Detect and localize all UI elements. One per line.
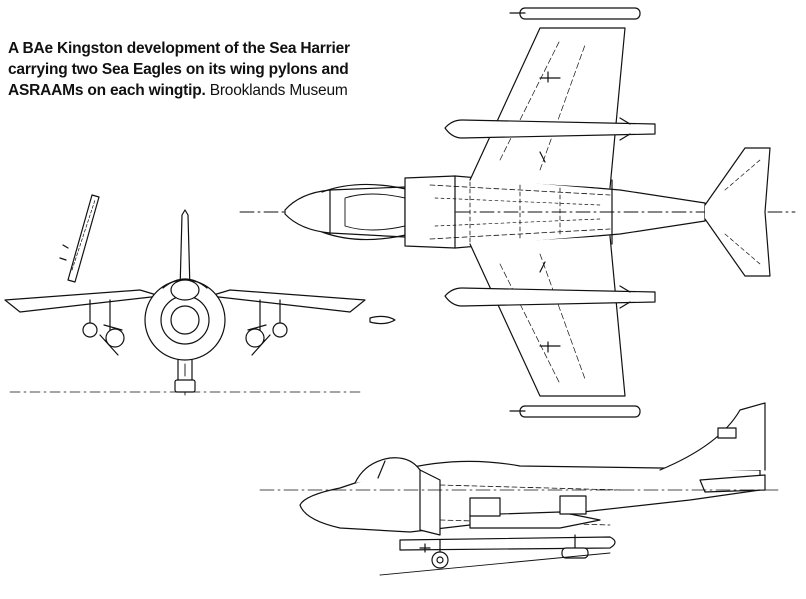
caption-line-2: carrying two Sea Eagles on its wing pylo…	[8, 61, 349, 78]
plan-view	[240, 8, 795, 417]
photo-credit: Brooklands Museum	[209, 82, 348, 99]
side-view	[260, 403, 780, 575]
front-view	[5, 195, 395, 395]
figure-caption: A BAe Kingston development of the Sea Ha…	[8, 38, 428, 101]
caption-line-1: A BAe Kingston development of the Sea Ha…	[8, 40, 350, 57]
caption-line-3: ASRAAMs on each wingtip.	[8, 82, 206, 99]
